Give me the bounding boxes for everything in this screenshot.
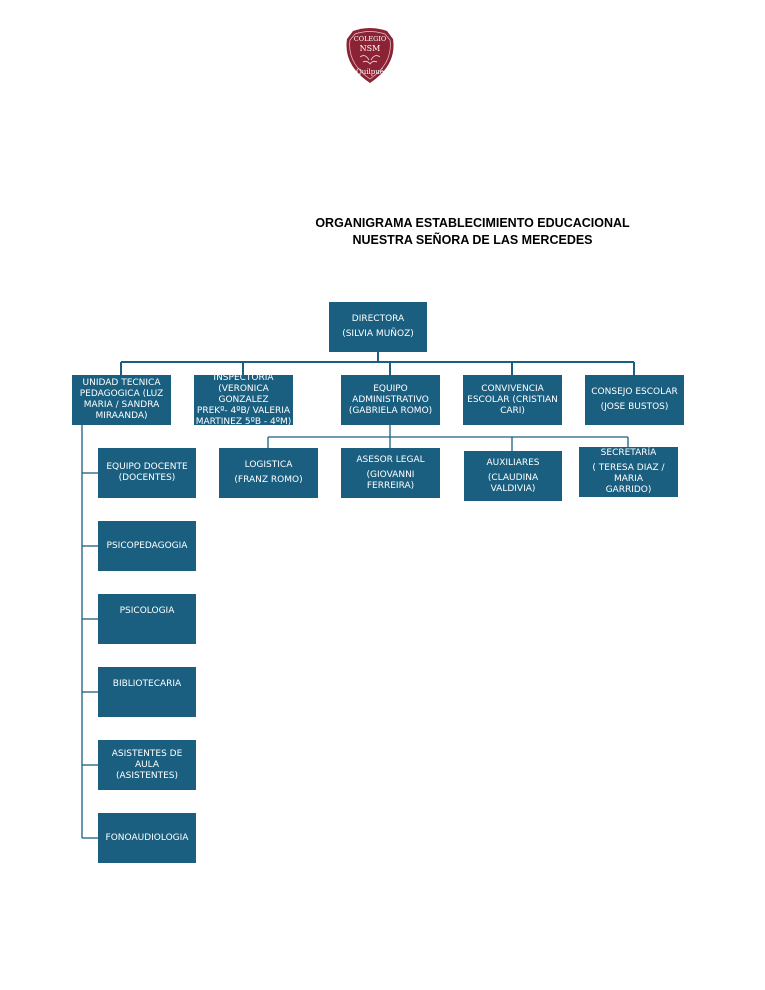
convivencia-line: CARI) bbox=[500, 405, 525, 416]
utp-line: MARIA / SANDRA bbox=[83, 400, 160, 410]
secretaria-box[interactable]: SECRETARÍA ( TERESA DIAZ / MARIA GARRIDO… bbox=[579, 447, 678, 497]
docente-line: EQUIPO DOCENTE bbox=[106, 462, 188, 472]
equipo-admin-line: EQUIPO bbox=[373, 383, 408, 394]
school-logo: COLEGIO NSM Quilpué bbox=[346, 28, 394, 83]
utp-line: UNIDAD TECNICA bbox=[82, 378, 161, 388]
inspectoria-box[interactable]: INSPECTORIA (VERONICA GONZALEZ PREKº- 4º… bbox=[194, 375, 293, 425]
convivencia-line: CONVIVENCIA bbox=[481, 383, 544, 394]
fonoaudiologia-box[interactable]: FONOAUDIOLOGIA bbox=[98, 813, 196, 863]
auxiliares-line: AUXILIARES bbox=[486, 457, 540, 468]
utp-line: MIRAANDA) bbox=[95, 411, 148, 421]
inspectoria-line: INSPECTORIA bbox=[213, 375, 274, 383]
asesor-line: ASESOR LEGAL bbox=[356, 454, 425, 465]
chart-subtitle: NUESTRA SEÑORA DE LAS MERCEDES bbox=[352, 233, 593, 247]
wings-icon bbox=[359, 55, 381, 65]
logo-text-city: Quilpué bbox=[356, 68, 384, 76]
secretaria-line: SECRETARÍA bbox=[600, 448, 657, 458]
inspectoria-line: PREKº- 4ºB/ VALERIA bbox=[196, 405, 291, 416]
shield-icon bbox=[346, 28, 394, 83]
consejo-escolar-box[interactable]: CONSEJO ESCOLAR (JOSE BUSTOS) bbox=[585, 375, 684, 425]
logo-text-colegio: COLEGIO bbox=[354, 35, 386, 43]
director-box[interactable]: DIRECTORA (SILVIA MUÑOZ) bbox=[329, 302, 427, 352]
asesor-line: (GIOVANNI FERREIRA) bbox=[366, 469, 415, 491]
convivencia-escolar-box[interactable]: CONVIVENCIA ESCOLAR (CRISTIAN CARI) bbox=[463, 375, 562, 425]
logistica-line: (FRANZ ROMO) bbox=[234, 475, 303, 485]
equipo-administrativo-box[interactable]: EQUIPO ADMINISTRATIVO (GABRIELA ROMO) bbox=[341, 375, 440, 425]
psicologia-line: PSICOLOGIA bbox=[119, 606, 175, 616]
equipo-docente-box[interactable]: EQUIPO DOCENTE (DOCENTES) bbox=[98, 448, 196, 498]
asesor-legal-box[interactable]: ASESOR LEGAL (GIOVANNI FERREIRA) bbox=[341, 448, 440, 498]
inspectoria-line: MARTINEZ 5ºB - 4ºM) bbox=[195, 416, 292, 426]
inspectoria-line: (VERONICA GONZALEZ bbox=[218, 383, 269, 405]
bibliotecaria-line: BIBLIOTECARIA bbox=[112, 679, 182, 689]
equipo-admin-line: ADMINISTRATIVO bbox=[352, 394, 429, 405]
equipo-admin-line: (GABRIELA ROMO) bbox=[348, 405, 433, 416]
psicopedagogia-line: PSICOPEDAGOGIA bbox=[106, 540, 188, 551]
logistica-line: LOGISTICA bbox=[244, 460, 293, 470]
psicologia-box[interactable]: PSICOLOGIA bbox=[98, 594, 196, 644]
director-name: (SILVIA MUÑOZ) bbox=[342, 329, 414, 339]
convivencia-line: ESCOLAR (CRISTIAN bbox=[467, 394, 558, 405]
utp-line: PEDAGOGICA (LUZ bbox=[79, 389, 164, 399]
bibliotecaria-box[interactable]: BIBLIOTECARIA bbox=[98, 667, 196, 717]
secretaria-line: ( TERESA DIAZ / MARIA bbox=[592, 463, 665, 484]
asistentes-line: (ASISTENTES) bbox=[115, 770, 179, 781]
docente-line: (DOCENTES) bbox=[118, 473, 176, 483]
secretaria-line: GARRIDO) bbox=[605, 485, 652, 495]
psicopedagogia-box[interactable]: PSICOPEDAGOGIA bbox=[98, 521, 196, 571]
consejo-line: (JOSE BUSTOS) bbox=[600, 402, 669, 412]
fonoaudiologia-line: FONOAUDIOLOGIA bbox=[105, 832, 189, 843]
logo-text-nsm: NSM bbox=[360, 44, 381, 53]
director-title: DIRECTORA bbox=[351, 314, 405, 324]
auxiliares-line: (CLAUDINA VALDIVIA) bbox=[487, 472, 539, 494]
logistica-box[interactable]: LOGISTICA (FRANZ ROMO) bbox=[219, 448, 318, 498]
consejo-line: CONSEJO ESCOLAR bbox=[591, 387, 678, 397]
chart-title: ORGANIGRAMA ESTABLECIMIENTO EDUCACIONAL bbox=[315, 216, 630, 230]
auxiliares-box[interactable]: AUXILIARES (CLAUDINA VALDIVIA) bbox=[464, 451, 562, 501]
utp-box[interactable]: UNIDAD TECNICA PEDAGOGICA (LUZ MARIA / S… bbox=[72, 375, 171, 425]
asistentes-line: ASISTENTES DE AULA bbox=[111, 748, 183, 770]
asistentes-aula-box[interactable]: ASISTENTES DE AULA (ASISTENTES) bbox=[98, 740, 196, 790]
